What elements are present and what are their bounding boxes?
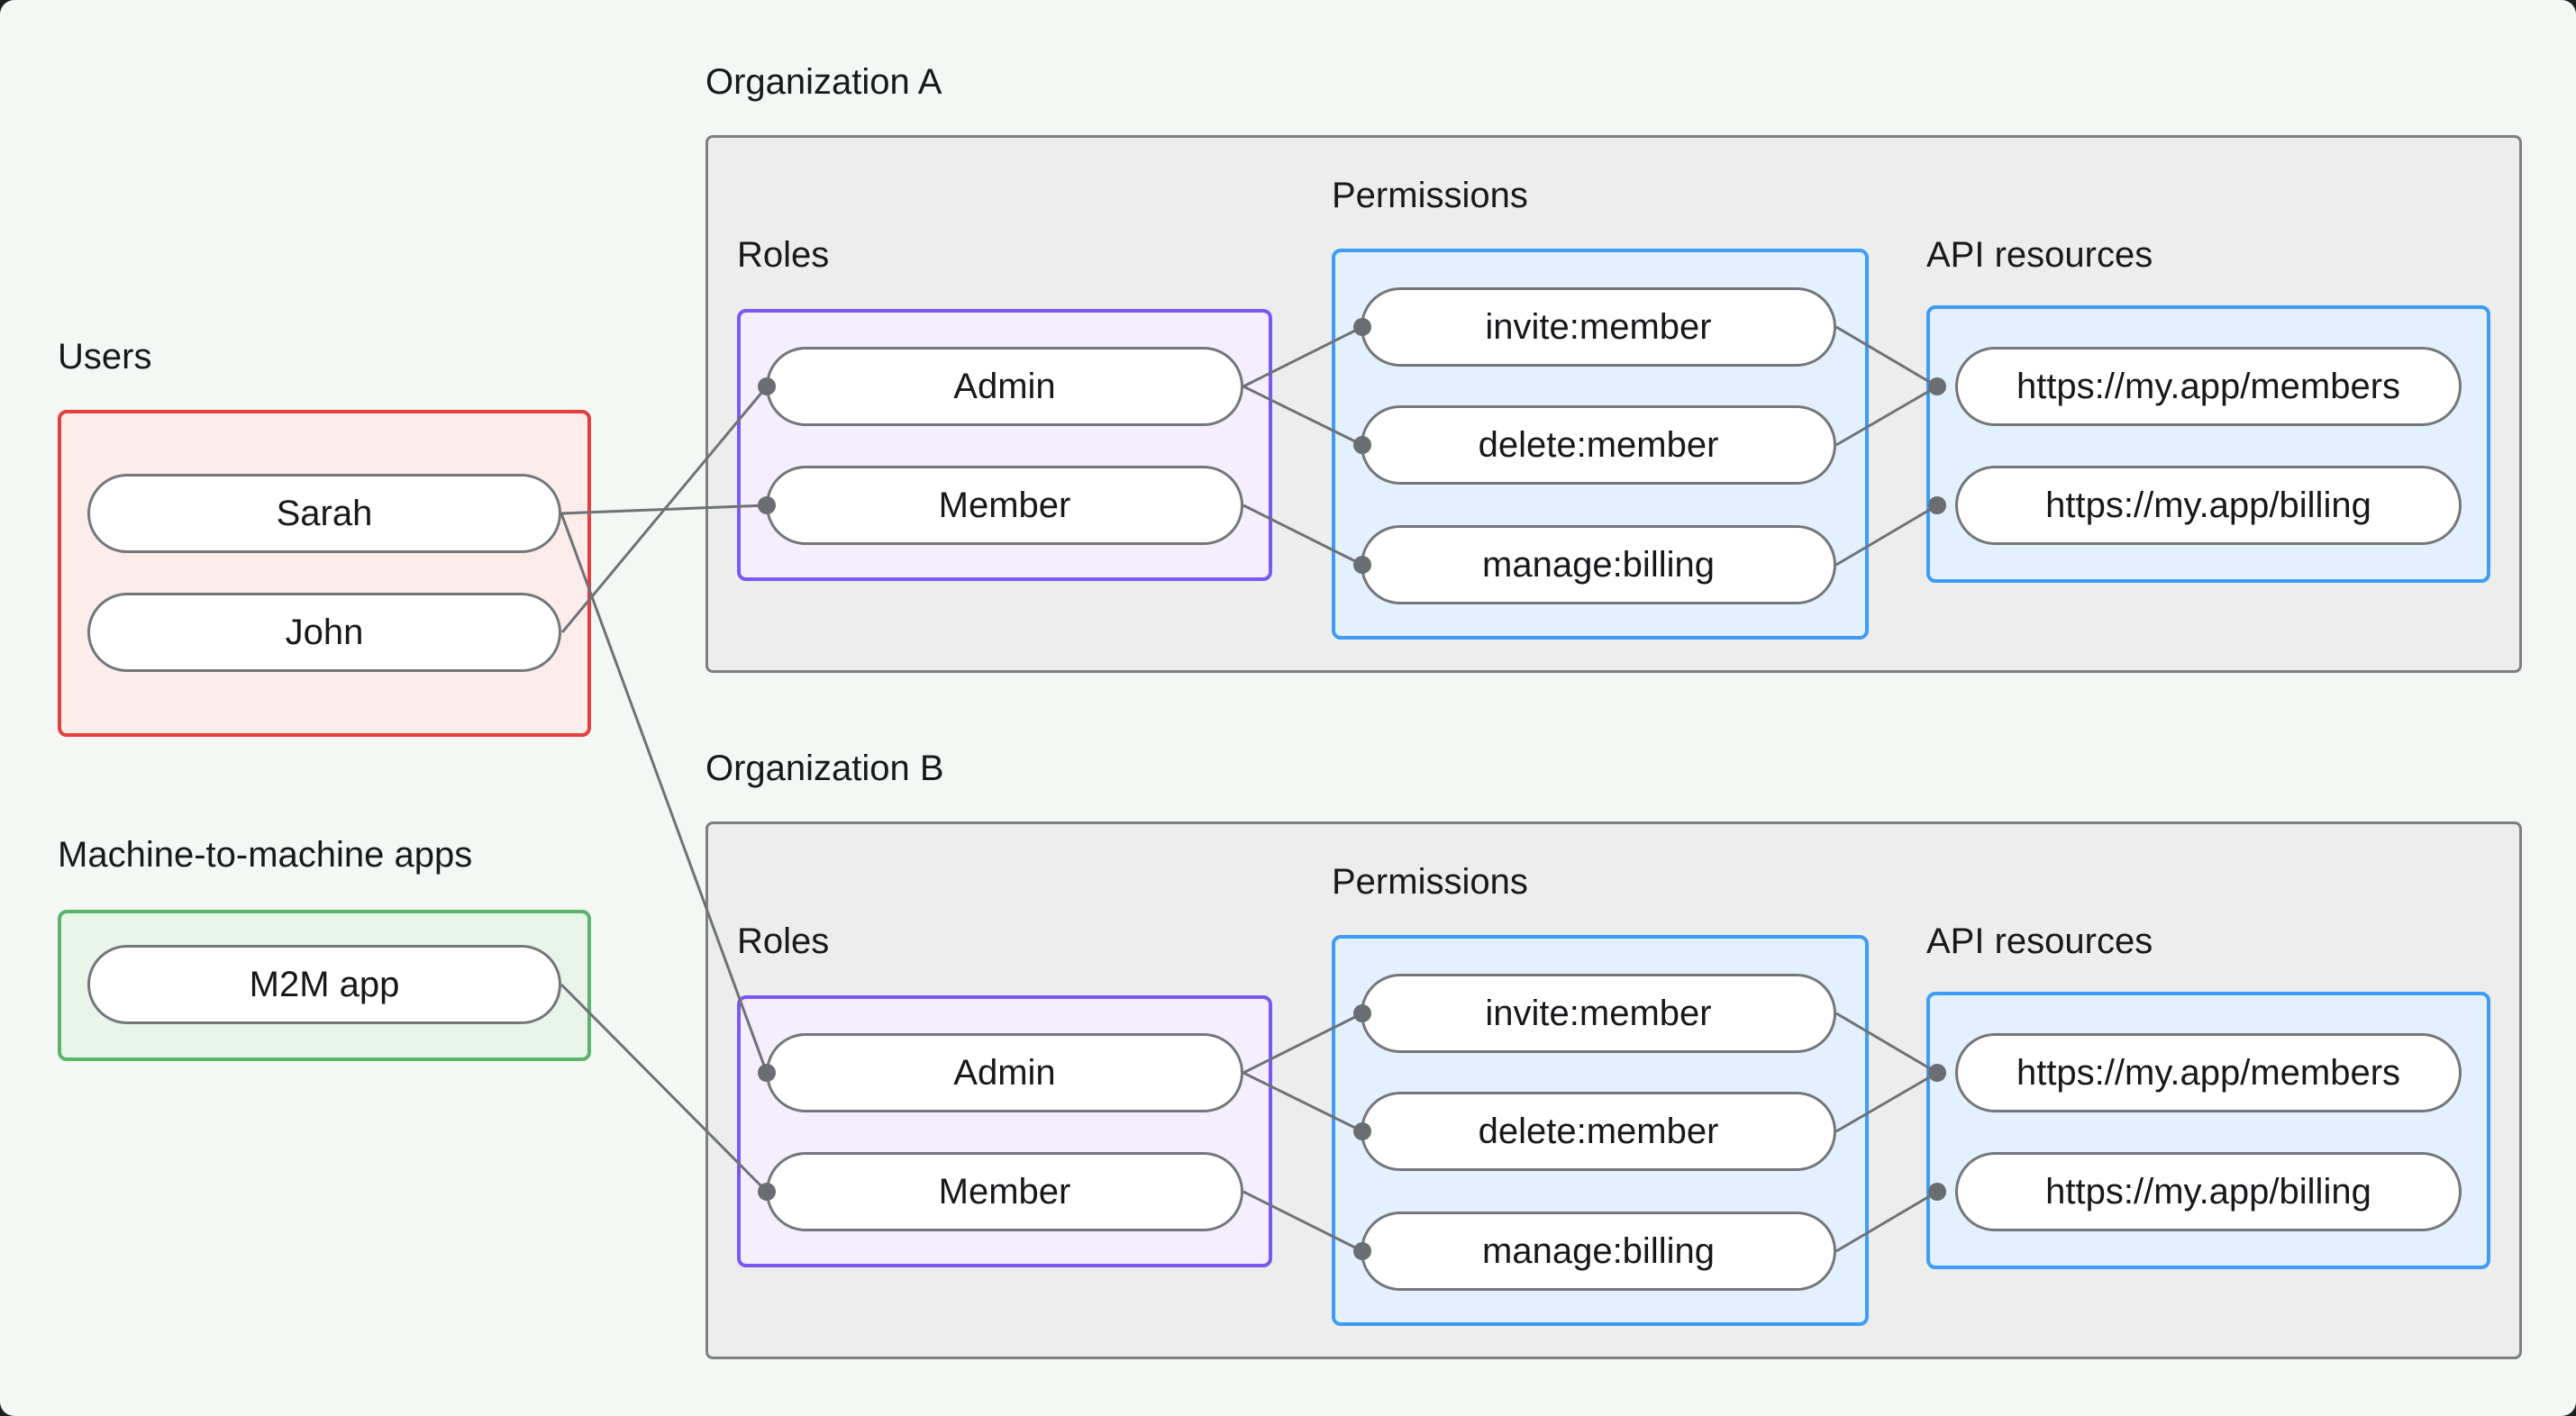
org-b-node-manage-billing: manage:billing (1361, 1212, 1836, 1291)
org-a-node-invite-member: invite:member (1361, 287, 1836, 367)
org-b-permissions-label: Permissions (1332, 862, 1528, 902)
org-a-label: Organization A (705, 62, 942, 102)
org-a-node-billing-api: https://my.app/billing (1955, 466, 2462, 545)
org-b-node-members-api: https://my.app/members (1955, 1033, 2462, 1112)
org-a-node-member: Member (766, 466, 1243, 545)
org-b-label: Organization B (705, 749, 944, 788)
org-b-node-member: Member (766, 1152, 1243, 1231)
org-b-node-billing-api: https://my.app/billing (1955, 1152, 2462, 1231)
org-a-node-admin: Admin (766, 347, 1243, 426)
org-b-node-admin: Admin (766, 1033, 1243, 1112)
org-a-roles-label: Roles (737, 235, 830, 275)
m2m-group-label: Machine-to-machine apps (58, 835, 473, 875)
org-a-api-resources-label: API resources (1926, 235, 2153, 275)
org-a-node-delete-member: delete:member (1361, 405, 1836, 485)
org-b-node-delete-member: delete:member (1361, 1092, 1836, 1171)
org-b-api-resources-label: API resources (1926, 921, 2153, 961)
org-a-node-members-api: https://my.app/members (1955, 347, 2462, 426)
org-a-node-manage-billing: manage:billing (1361, 525, 1836, 604)
org-b-node-invite-member: invite:member (1361, 974, 1836, 1053)
org-b-roles-label: Roles (737, 921, 830, 961)
org-a-permissions-label: Permissions (1332, 176, 1528, 215)
node-john: John (87, 593, 561, 672)
users-group-label: Users (58, 337, 152, 377)
node-m2m-app: M2M app (87, 945, 561, 1024)
node-sarah: Sarah (87, 474, 561, 553)
users-group-box (58, 410, 591, 737)
